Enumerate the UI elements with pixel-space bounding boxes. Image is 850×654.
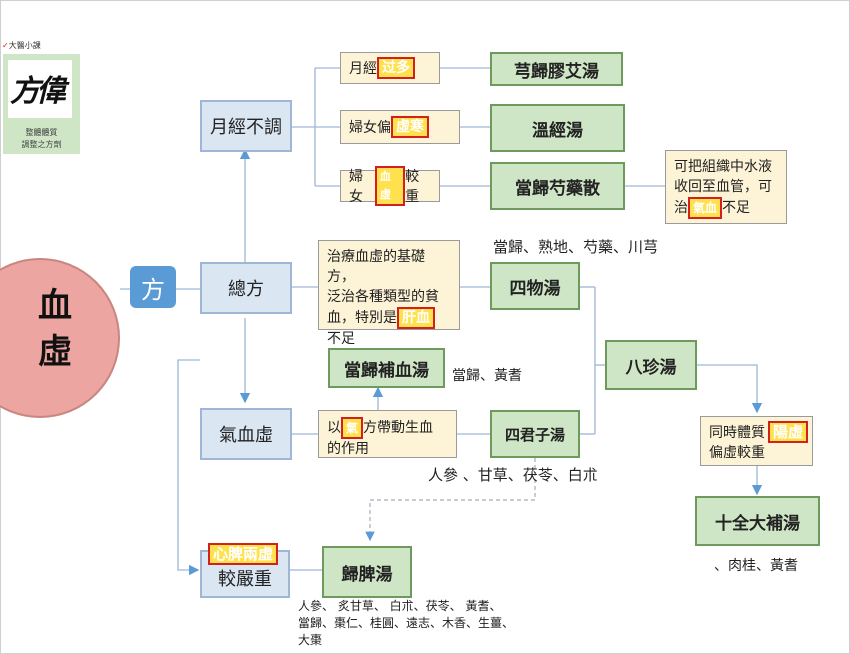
note-shuiye: 可把組織中水液 收回至血管，可 治氣血不足: [665, 150, 787, 224]
ingredients-buxue: 當歸、黃耆: [452, 368, 522, 384]
logo-caption-2: 調整之方劑: [21, 140, 62, 149]
formula-wenjing: 溫經湯: [490, 104, 625, 152]
formula-siwu: 四物湯: [490, 262, 580, 310]
logo-caption-1: 整體體質: [25, 128, 58, 137]
note-xuexu-jiaozhong: 婦女血虛較重: [340, 166, 440, 206]
fang-button[interactable]: 方: [130, 266, 176, 308]
note-xuhan: 婦女偏虛寒: [340, 110, 460, 144]
xinpi-highlight: 心脾兩虛: [208, 543, 279, 565]
course-tag: ✓大醫小課: [2, 41, 41, 50]
formula-danggui-buxue: 當歸補血湯: [328, 348, 445, 388]
node-jiaoyanzhong-label: 較嚴重: [218, 569, 272, 590]
ingredients-siwu: 當歸、熟地、芍藥、川芎: [493, 238, 659, 256]
logo-calligraphy: 方偉: [10, 74, 66, 109]
formula-bazhen: 八珍湯: [605, 340, 697, 390]
node-yuejing-butiao: 月經不調: [200, 100, 292, 152]
note-yuejing-guoduo: 月經过多: [340, 52, 440, 84]
note-siwu-desc: 治療血虛的基礎方， 泛治各種類型的貧 血，特別是肝血 不足: [318, 240, 460, 347]
logo-backdrop: [8, 60, 72, 118]
ingredients-sijunzi: 人參 、甘草、茯苓、白朮: [428, 466, 598, 484]
node-qixuexu: 氣血虛: [200, 408, 292, 460]
formula-sijunzi: 四君子湯: [490, 410, 580, 458]
formula-shiquan-dabu: 十全大補湯: [695, 496, 820, 546]
ingredients-guipi: 人參、 炙甘草、 白朮、茯苓、 黃耆、 當歸、棗仁、桂圓、遠志、木香、生薑、 大…: [298, 599, 515, 647]
center-label: 血虛: [38, 286, 72, 372]
yangxu-highlight: 陽虛: [768, 421, 809, 443]
node-zongfang: 總方: [200, 262, 292, 314]
formula-xiongguijiaoai: 芎歸膠艾湯: [490, 52, 623, 86]
note-qi-shengxue: 以氣方帶動生血 的作用: [318, 410, 457, 458]
formula-danggui-shaoyao: 當歸芍藥散: [490, 162, 625, 210]
ingredients-shiquan: 、肉桂、黃耆: [714, 558, 798, 574]
formula-guipi: 歸脾湯: [322, 546, 412, 598]
